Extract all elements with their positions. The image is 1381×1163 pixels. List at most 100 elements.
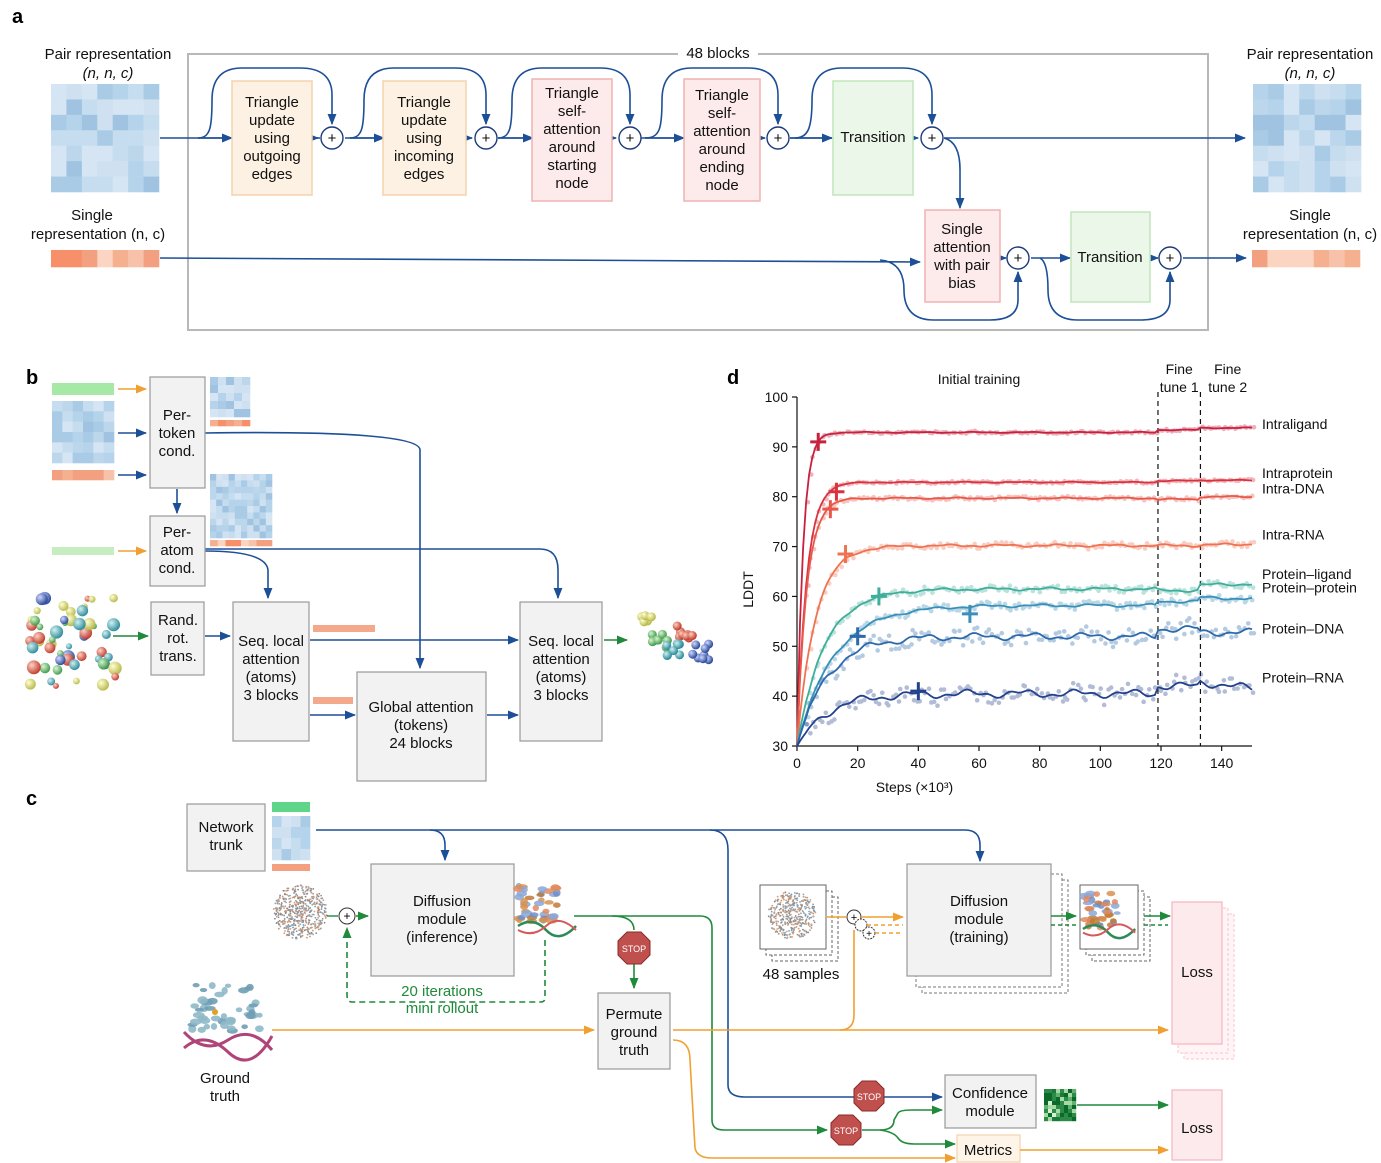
data-point bbox=[1181, 540, 1187, 546]
pair-output-label: Pair representation bbox=[1247, 46, 1374, 63]
x-tick-label: 80 bbox=[1032, 755, 1048, 771]
svg-text:STOP: STOP bbox=[834, 1126, 858, 1136]
per-token-cond-box bbox=[149, 376, 206, 489]
triangle-update-incoming-box bbox=[382, 80, 467, 196]
data-point bbox=[935, 703, 940, 708]
data-point bbox=[902, 644, 908, 650]
data-point bbox=[918, 592, 924, 597]
data-point bbox=[1235, 686, 1240, 691]
pair-output-dims: (n, n, c) bbox=[1285, 65, 1336, 82]
data-point bbox=[808, 731, 813, 736]
data-point bbox=[1231, 686, 1237, 692]
data-point bbox=[930, 638, 935, 644]
data-point bbox=[1169, 596, 1174, 602]
data-point bbox=[1089, 629, 1094, 635]
svg-text:+: + bbox=[1166, 250, 1175, 267]
data-point bbox=[804, 722, 809, 727]
data-point bbox=[1196, 675, 1202, 681]
data-point bbox=[1220, 584, 1226, 589]
data-point bbox=[895, 593, 900, 598]
pair-input-label: Pair representation bbox=[45, 46, 172, 63]
data-point bbox=[1160, 634, 1165, 640]
residual-add-nodes: +++++++ bbox=[320, 126, 1182, 270]
data-point bbox=[1008, 608, 1013, 613]
data-point bbox=[1210, 597, 1215, 603]
data-point bbox=[1015, 693, 1020, 699]
data-point bbox=[1241, 684, 1247, 690]
data-point bbox=[1102, 599, 1107, 604]
data-point bbox=[926, 630, 932, 635]
data-point bbox=[837, 700, 842, 705]
data-point bbox=[932, 602, 938, 608]
checkpoint-marker bbox=[822, 500, 839, 519]
svg-text:+: + bbox=[866, 929, 872, 940]
data-point bbox=[1182, 631, 1187, 637]
series-label: Protein–DNA bbox=[1262, 620, 1344, 636]
data-point bbox=[861, 697, 867, 703]
data-point bbox=[1163, 625, 1169, 631]
data-point bbox=[1196, 589, 1202, 595]
series-line bbox=[796, 542, 1253, 747]
data-point bbox=[876, 701, 882, 707]
data-point bbox=[986, 700, 991, 705]
data-point bbox=[974, 698, 980, 703]
data-point bbox=[826, 720, 832, 726]
data-point bbox=[1128, 605, 1134, 611]
data-point bbox=[1204, 679, 1209, 684]
loss-label-2: Loss bbox=[1181, 1120, 1213, 1137]
data-point bbox=[1086, 598, 1092, 604]
data-point bbox=[820, 719, 825, 725]
series-points bbox=[805, 424, 1257, 505]
data-point bbox=[1144, 541, 1150, 546]
data-point bbox=[1011, 695, 1017, 700]
data-point bbox=[1062, 589, 1068, 595]
data-point bbox=[883, 613, 888, 618]
diffusion-training-box bbox=[906, 863, 1052, 977]
data-point bbox=[804, 721, 810, 727]
data-point bbox=[1171, 679, 1177, 685]
data-point bbox=[1153, 604, 1159, 610]
data-point bbox=[1039, 637, 1045, 643]
data-point bbox=[1167, 601, 1172, 607]
data-point bbox=[1081, 695, 1087, 700]
seq-local-attention-1-box bbox=[232, 601, 310, 742]
data-point bbox=[1121, 590, 1127, 595]
data-point bbox=[972, 626, 977, 631]
data-point bbox=[1174, 591, 1179, 596]
data-point bbox=[1125, 681, 1131, 687]
network-trunk-box bbox=[186, 803, 266, 872]
phase-label: Initial training bbox=[938, 371, 1021, 387]
x-tick-label: 20 bbox=[850, 755, 866, 771]
pair-representation-output-grid bbox=[1253, 84, 1362, 193]
data-point bbox=[1199, 633, 1205, 639]
data-point bbox=[926, 686, 932, 692]
data-point bbox=[1249, 597, 1255, 603]
phase-label: Fine bbox=[1166, 361, 1193, 377]
data-point bbox=[900, 643, 905, 648]
data-point bbox=[902, 694, 908, 699]
data-point bbox=[1087, 684, 1093, 689]
data-point bbox=[930, 590, 935, 596]
data-point bbox=[987, 600, 992, 606]
data-point bbox=[853, 705, 858, 711]
data-point bbox=[1037, 589, 1043, 595]
data-point bbox=[1227, 580, 1233, 586]
data-point bbox=[1083, 697, 1088, 703]
data-point bbox=[1009, 695, 1015, 700]
data-point bbox=[1021, 683, 1026, 688]
single-input-dims: representation (n, c) bbox=[31, 226, 165, 243]
data-point bbox=[1098, 636, 1104, 642]
data-point bbox=[813, 724, 818, 730]
data-point bbox=[1239, 585, 1244, 591]
checkpoint-marker bbox=[961, 604, 978, 623]
data-point bbox=[1199, 545, 1205, 551]
data-point bbox=[1222, 626, 1228, 632]
data-point bbox=[1133, 641, 1138, 646]
data-point bbox=[1106, 687, 1111, 692]
trunk-output-grid bbox=[272, 816, 311, 861]
data-point bbox=[1020, 606, 1026, 611]
data-point bbox=[922, 584, 927, 590]
